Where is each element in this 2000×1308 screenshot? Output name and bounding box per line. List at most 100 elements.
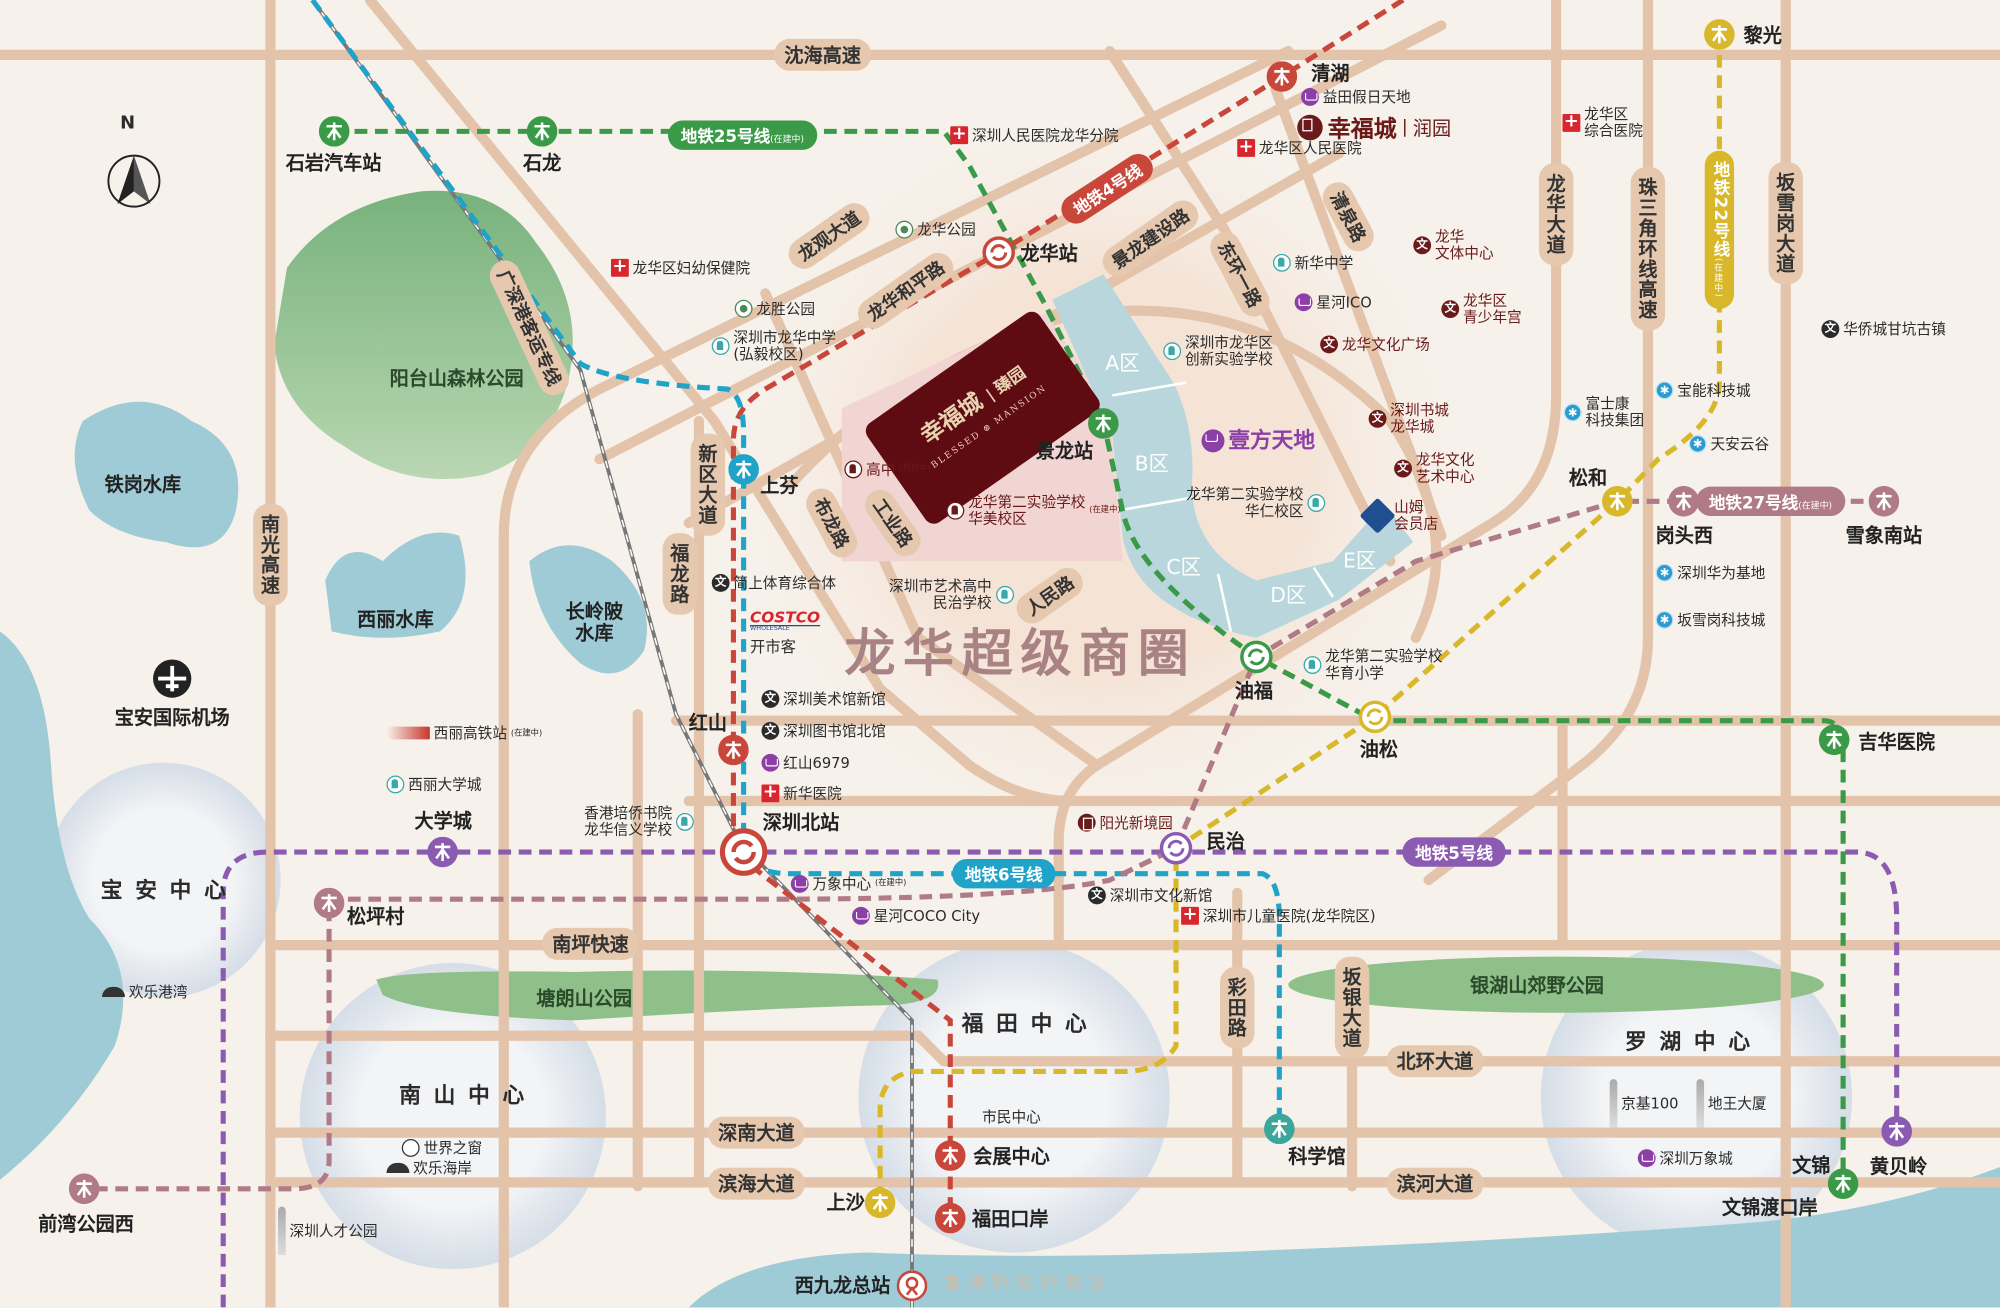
poi-item[interactable]: 龙华区 青少年宫 — [1441, 292, 1522, 325]
poi-item[interactable]: 欢乐港湾 — [102, 984, 187, 1000]
poi-item[interactable]: 深圳万象城 — [1637, 1149, 1733, 1168]
poi-item[interactable]: 龙华第二实验学校 华美校区(在建中) — [946, 494, 1121, 526]
poi-item[interactable]: 市民中心 — [982, 1109, 1041, 1125]
poi-item[interactable]: 新华中学 — [1272, 253, 1353, 272]
metro-station-icon[interactable] — [1602, 485, 1633, 517]
poi-item[interactable]: 华侨城甘坑古镇 — [1821, 320, 1946, 339]
transfer-station-icon[interactable] — [1358, 700, 1392, 734]
poi-item[interactable]: 简上体育综合体 — [711, 573, 836, 592]
station-label[interactable]: 松和 — [1568, 466, 1608, 490]
station-label[interactable]: 雪象南站 — [1845, 523, 1923, 547]
metro-station-icon[interactable] — [313, 887, 345, 919]
station-label[interactable]: 科学馆 — [1288, 1145, 1346, 1169]
transfer-station-icon[interactable] — [982, 236, 1015, 269]
station-label[interactable]: 黎光 — [1743, 23, 1782, 47]
poi-item[interactable]: 深圳图书馆北馆 — [761, 721, 886, 740]
poi-item[interactable]: 龙华第二实验学校 华仁校区 — [1186, 486, 1326, 518]
station-label[interactable]: 黄贝岭 — [1869, 1155, 1928, 1179]
poi-item[interactable]: 龙华公园 — [895, 220, 976, 239]
metro-station-icon[interactable] — [728, 454, 759, 485]
poi-item[interactable]: 坂雪岗科技城 — [1655, 610, 1765, 629]
poi-item[interactable]: 星河ICO — [1294, 293, 1372, 312]
station-label[interactable]: 文锦渡口岸 — [1721, 1196, 1818, 1220]
station-label[interactable]: 福田口岸 — [971, 1207, 1049, 1231]
poi-item[interactable]: 深圳华为基地 — [1655, 563, 1765, 582]
station-label[interactable]: 岗头西 — [1655, 523, 1714, 547]
station-label[interactable]: 油福 — [1234, 679, 1273, 703]
metro-line-label[interactable]: 地铁27号线(在建中) — [1696, 486, 1845, 516]
metro-station-icon[interactable] — [1264, 1113, 1295, 1145]
poi-item[interactable]: 龙胜公园 — [734, 299, 815, 318]
poi-item[interactable]: 地王大厦 — [1696, 1079, 1767, 1128]
poi-item[interactable]: 京基100 — [1609, 1079, 1679, 1128]
poi-item[interactable]: 万象中心(在建中) — [790, 874, 906, 893]
station-label[interactable]: 景龙站 — [1035, 439, 1094, 463]
metro-line-label[interactable]: 地铁6号线 — [952, 859, 1056, 889]
station-label[interactable]: 龙华站 — [1020, 242, 1078, 265]
poi-item[interactable]: 高中(规划中) — [844, 460, 931, 479]
metro-station-icon[interactable] — [934, 1140, 966, 1171]
poi-item[interactable]: 深圳市龙华中学 (弘毅校区) — [711, 329, 836, 362]
station-label[interactable]: 油松 — [1359, 738, 1398, 762]
poi-item[interactable]: 深圳人才公园 — [278, 1206, 378, 1256]
metro-station-icon[interactable] — [864, 1187, 896, 1219]
poi-item[interactable]: 欢乐海岸 — [386, 1160, 472, 1176]
station-label[interactable]: 前湾公园西 — [38, 1212, 134, 1236]
poi-item[interactable]: 阳光新境园 — [1077, 813, 1173, 832]
poi-item[interactable]: 宝能科技城 — [1655, 381, 1751, 400]
metro-station-icon[interactable] — [318, 116, 350, 147]
station-label[interactable]: 会展中心 — [973, 1145, 1050, 1169]
poi-item[interactable]: 益田假日天地 — [1301, 88, 1411, 106]
metro-station-icon[interactable] — [1881, 1116, 1912, 1147]
poi-item[interactable]: 龙华区妇幼保健院 — [610, 258, 750, 277]
poi-item[interactable]: 星河COCO City — [852, 906, 980, 925]
poi-item[interactable]: 深圳市文化新馆 — [1088, 886, 1212, 905]
metro-station-icon[interactable] — [1266, 61, 1298, 92]
metro-line-label[interactable]: 地铁5号线 — [1402, 837, 1506, 867]
poi-item[interactable]: 红山6979 — [761, 753, 850, 772]
poi-item[interactable]: 香港培侨书院 龙华信义学校 — [584, 805, 694, 837]
metro-station-icon[interactable] — [1827, 1168, 1859, 1199]
poi-item[interactable]: 龙华文化广场 — [1320, 335, 1430, 354]
poi-item[interactable]: 天安云谷 — [1688, 434, 1769, 453]
poi-item[interactable]: 新华医院 — [761, 784, 842, 803]
metro-station-icon[interactable] — [68, 1173, 100, 1205]
metro-station-icon[interactable] — [718, 734, 749, 766]
poi-item[interactable]: 龙华区 综合医院 — [1562, 106, 1643, 138]
station-label[interactable]: 清湖 — [1311, 62, 1350, 86]
costco-poi[interactable]: COSTCO WHOLESALE 开市客 — [749, 610, 820, 657]
poi-item[interactable]: 西丽大学城 — [386, 775, 482, 794]
station-label[interactable]: 石岩汽车站 — [285, 151, 382, 175]
station-label[interactable]: 深圳北站 — [762, 810, 840, 834]
poi-item[interactable]: 山姆 会员店 — [1359, 497, 1438, 534]
transfer-station-icon[interactable] — [1240, 640, 1273, 674]
metro-station-icon[interactable] — [1668, 485, 1699, 517]
poi-item[interactable]: 富士康 科技集团 — [1563, 395, 1644, 428]
metro-station-icon[interactable] — [1088, 408, 1119, 439]
poi-item[interactable]: 龙华文化 艺术中心 — [1394, 451, 1474, 484]
poi-item[interactable]: 深圳书城 龙华城 — [1368, 402, 1449, 434]
station-label[interactable]: 石龙 — [522, 151, 562, 175]
poi-item[interactable]: 深圳市儿童医院(龙华院区) — [1181, 906, 1376, 925]
poi-item[interactable]: 龙华 文体中心 — [1413, 228, 1494, 261]
transfer-station-icon[interactable] — [719, 828, 768, 876]
station-label[interactable]: 西九龙总站 — [794, 1273, 891, 1297]
metro-line-label[interactable]: 地铁22号线(在建中) — [1704, 150, 1735, 309]
metro-station-icon[interactable] — [1704, 19, 1735, 50]
rail-station-icon[interactable] — [896, 1270, 928, 1302]
station-label[interactable]: 吉华医院 — [1858, 730, 1935, 754]
metro-station-icon[interactable] — [1868, 485, 1900, 517]
metro-station-icon[interactable] — [934, 1202, 966, 1234]
station-label[interactable]: 文锦 — [1792, 1154, 1831, 1177]
metro-station-icon[interactable] — [526, 116, 558, 147]
station-label[interactable]: 大学城 — [414, 809, 472, 833]
poi-item[interactable]: 龙华区人民医院 — [1237, 139, 1362, 157]
poi-item[interactable]: 深圳美术馆新馆 — [761, 690, 886, 708]
metro-station-icon[interactable] — [1818, 724, 1850, 756]
transfer-station-icon[interactable] — [1159, 831, 1193, 865]
poi-item[interactable]: 深圳人民医院龙华分院 — [950, 126, 1119, 145]
metro-station-icon[interactable] — [427, 836, 458, 868]
station-label[interactable]: 上芬 — [760, 474, 799, 498]
poi-item[interactable]: 深圳市龙华区 创新实验学校 — [1163, 334, 1273, 367]
poi-item[interactable]: 西丽高铁站(在建中) — [386, 725, 542, 741]
